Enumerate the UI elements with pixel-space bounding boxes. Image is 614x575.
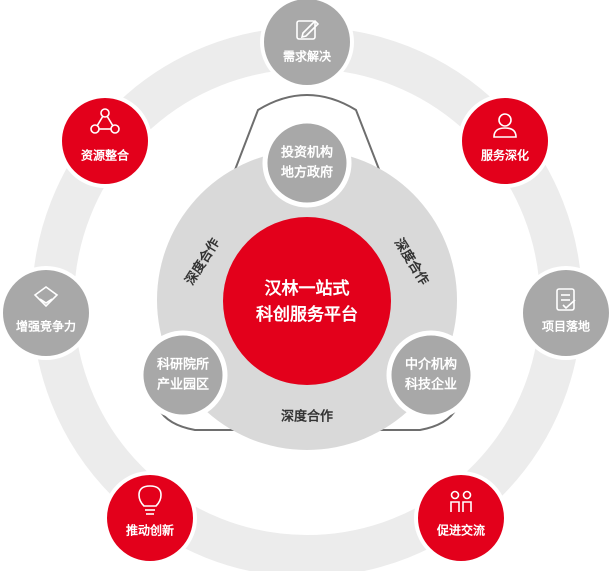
partner-left-line2: 产业园区 xyxy=(157,377,209,393)
partner-left: 科研院所 产业园区 xyxy=(138,330,228,420)
node-exchange-label: 促进交流 xyxy=(436,523,485,538)
partner-top: 投资机构 地方政府 xyxy=(262,118,352,208)
partner-right-line1: 中介机构 xyxy=(405,357,457,373)
node-competitiveness[interactable]: 增强竞争力 xyxy=(0,266,93,360)
node-needs-label: 需求解决 xyxy=(283,49,332,64)
node-service[interactable]: 服务深化 xyxy=(458,94,552,188)
lightbulb-icon xyxy=(138,485,162,515)
people-icon xyxy=(450,490,472,512)
partner-right-line2: 科技企业 xyxy=(405,377,457,393)
node-resources-label: 资源整合 xyxy=(81,148,130,163)
center-platform: 汉林一站式 科创服务平台 xyxy=(223,217,391,385)
node-innovation[interactable]: 推动创新 xyxy=(103,471,197,565)
partner-top-line2: 地方政府 xyxy=(281,165,333,181)
diamond-icon xyxy=(33,286,59,308)
node-project-label: 项目落地 xyxy=(542,319,590,334)
cooperation-label-bottom: 深度合作 xyxy=(281,409,333,425)
document-icon xyxy=(556,288,576,311)
node-service-label: 服务深化 xyxy=(481,148,529,163)
partner-top-line1: 投资机构 xyxy=(281,145,333,161)
node-competitiveness-label: 增强竞争力 xyxy=(16,319,76,334)
node-innovation-label: 推动创新 xyxy=(126,523,174,538)
node-needs[interactable]: 需求解决 xyxy=(260,0,354,89)
node-resources[interactable]: 资源整合 xyxy=(58,94,152,188)
partner-right: 中介机构 科技企业 xyxy=(386,330,476,420)
node-exchange[interactable]: 促进交流 xyxy=(414,471,508,565)
node-project[interactable]: 项目落地 xyxy=(519,266,613,360)
network-icon xyxy=(90,108,120,134)
center-line1: 汉林一站式 xyxy=(265,278,350,299)
center-line2: 科创服务平台 xyxy=(256,304,358,325)
edit-icon xyxy=(296,19,320,40)
person-icon xyxy=(493,113,517,138)
partner-left-line1: 科研院所 xyxy=(157,357,209,373)
